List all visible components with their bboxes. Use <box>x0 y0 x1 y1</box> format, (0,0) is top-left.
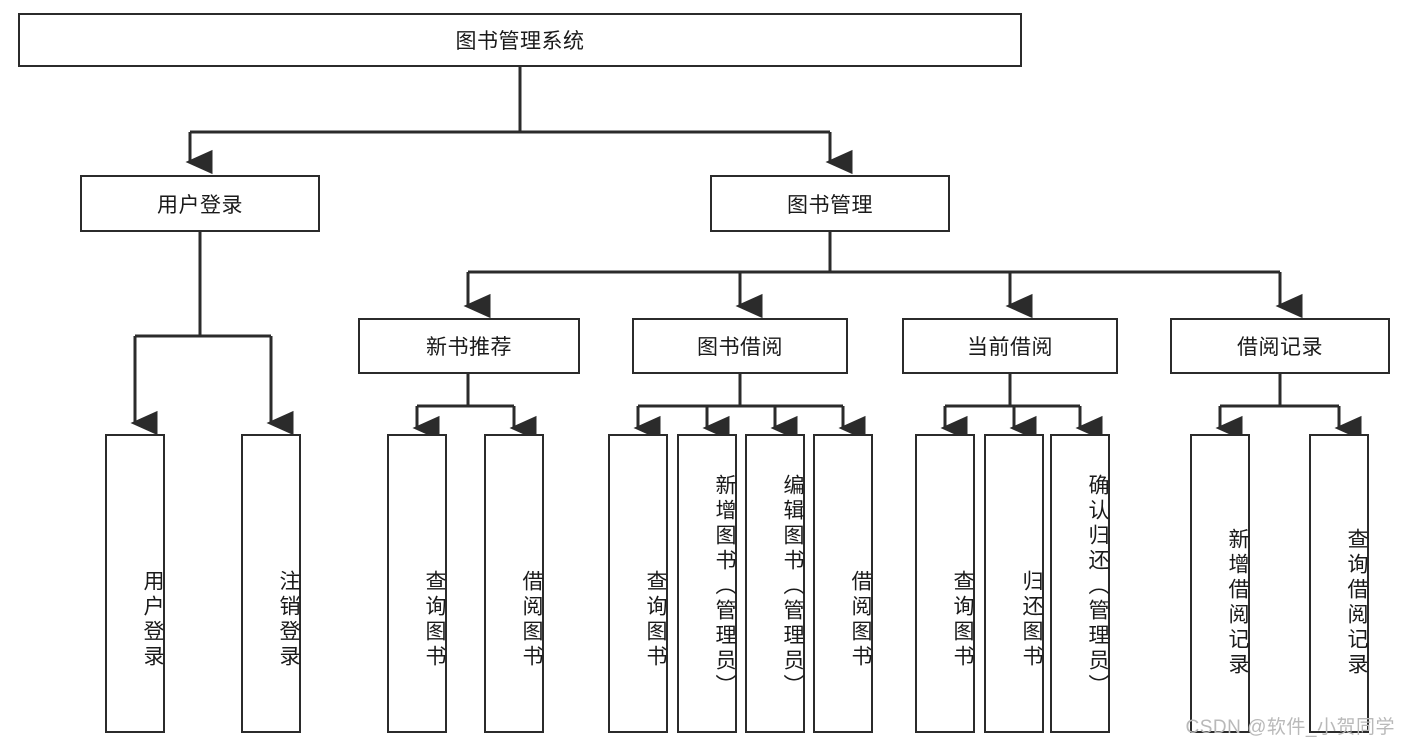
leaf-user-login-login[interactable]: 用户登录 <box>105 434 165 733</box>
node-label: 图书管理系统 <box>455 30 585 53</box>
node-label: 注销登录 <box>277 569 300 670</box>
leaf-current-borrow-query-book[interactable]: 查询图书 <box>915 434 975 733</box>
node-new-book-recommend[interactable]: 新书推荐 <box>358 318 580 374</box>
leaf-book-borrow-add-book-admin[interactable]: 新增图书（管理员） <box>677 434 737 733</box>
leaf-current-borrow-confirm-return-admin[interactable]: 确认归还（管理员） <box>1050 434 1110 733</box>
node-label: 查询图书 <box>951 569 974 670</box>
node-book-management[interactable]: 图书管理 <box>710 175 950 232</box>
node-label: 新增图书（管理员） <box>713 474 736 699</box>
leaf-new-book-query-book[interactable]: 查询图书 <box>387 434 447 733</box>
node-root-book-management-system[interactable]: 图书管理系统 <box>18 13 1022 67</box>
node-label: 归还图书 <box>1020 569 1043 670</box>
leaf-borrow-record-query-record[interactable]: 查询借阅记录 <box>1309 434 1369 733</box>
node-label: 确认归还（管理员） <box>1086 474 1109 699</box>
node-label: 借阅图书 <box>520 569 543 670</box>
node-label: 新书推荐 <box>426 336 512 359</box>
leaf-current-borrow-return-book[interactable]: 归还图书 <box>984 434 1044 733</box>
node-current-borrow[interactable]: 当前借阅 <box>902 318 1118 374</box>
node-label: 编辑图书（管理员） <box>781 474 804 699</box>
watermark-text: CSDN @软件_小贺同学 <box>1185 717 1395 738</box>
node-label: 查询图书 <box>423 569 446 670</box>
node-label: 图书管理 <box>787 193 873 217</box>
leaf-user-login-logout[interactable]: 注销登录 <box>241 434 301 733</box>
node-user-login[interactable]: 用户登录 <box>80 175 320 232</box>
leaf-new-book-borrow-book[interactable]: 借阅图书 <box>484 434 544 733</box>
leaf-borrow-record-add-record[interactable]: 新增借阅记录 <box>1190 434 1250 733</box>
node-label: 用户登录 <box>141 569 164 670</box>
node-label: 新增借阅记录 <box>1226 527 1249 678</box>
node-label: 图书借阅 <box>697 336 783 359</box>
node-label: 用户登录 <box>157 193 243 217</box>
node-label: 借阅图书 <box>849 569 872 670</box>
node-label: 查询图书 <box>644 569 667 670</box>
node-label: 借阅记录 <box>1237 336 1323 359</box>
node-borrow-record[interactable]: 借阅记录 <box>1170 318 1390 374</box>
node-label: 当前借阅 <box>967 336 1053 359</box>
node-label: 查询借阅记录 <box>1345 527 1368 678</box>
node-book-borrow[interactable]: 图书借阅 <box>632 318 848 374</box>
leaf-book-borrow-query-book[interactable]: 查询图书 <box>608 434 668 733</box>
leaf-book-borrow-borrow-book[interactable]: 借阅图书 <box>813 434 873 733</box>
leaf-book-borrow-edit-book-admin[interactable]: 编辑图书（管理员） <box>745 434 805 733</box>
